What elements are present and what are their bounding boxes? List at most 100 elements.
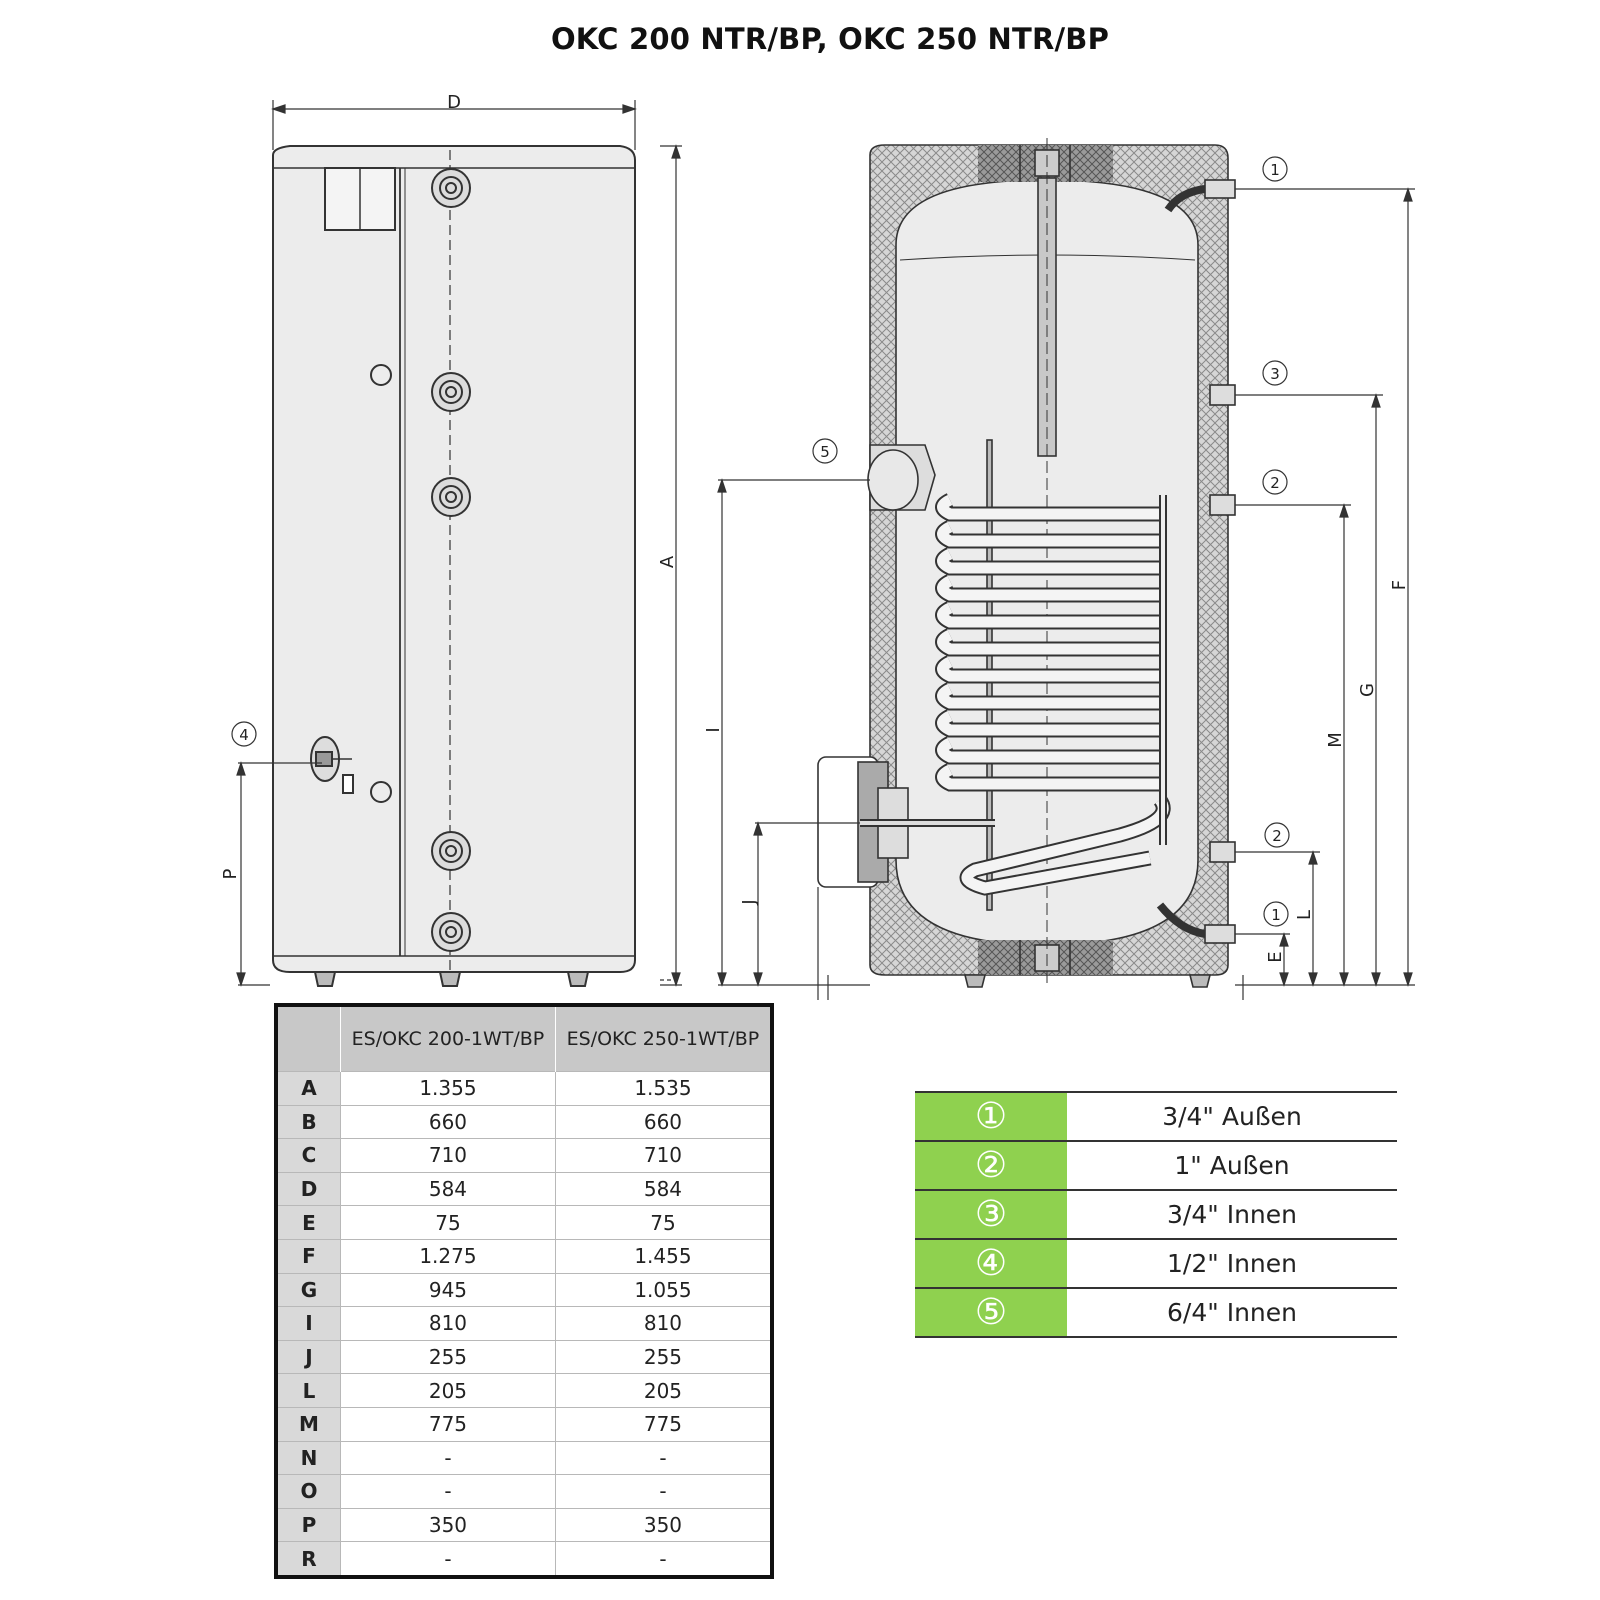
- dim-label-I: I: [703, 727, 724, 732]
- row-key-cell: E: [276, 1205, 341, 1240]
- legend-description: 1" Außen: [1067, 1140, 1397, 1191]
- value-cell: 350: [340, 1507, 556, 1542]
- svg-text:1: 1: [1270, 161, 1280, 179]
- legend-description: 1/2" Innen: [1067, 1238, 1397, 1289]
- section-dimensions: [717, 187, 1415, 1000]
- legend-symbol: ④: [915, 1238, 1067, 1289]
- value-cell: -: [340, 1440, 556, 1475]
- row-key-cell: M: [276, 1406, 341, 1442]
- value-cell: 75: [340, 1205, 556, 1240]
- value-cell: 1.455: [554, 1238, 772, 1274]
- inspection-opening: [867, 444, 936, 511]
- value-cell: 1.055: [554, 1272, 772, 1307]
- pipe-stub: [1209, 841, 1236, 863]
- pipe-stub: [1164, 179, 1236, 213]
- dim-label-L: L: [1294, 910, 1315, 920]
- value-cell: -: [554, 1474, 772, 1509]
- column-header: [276, 1005, 341, 1072]
- svg-text:4: 4: [239, 726, 249, 744]
- value-cell: 660: [554, 1104, 772, 1139]
- row-key-cell: J: [276, 1339, 341, 1374]
- table-row: O--: [276, 1474, 772, 1509]
- table-header-row: ES/OKC 200-1WT/BP ES/OKC 250-1WT/BP: [276, 1005, 772, 1072]
- legend-description: 6/4" Innen: [1067, 1287, 1397, 1338]
- heater-flange: [817, 756, 995, 888]
- legend-description: 3/4" Außen: [1067, 1091, 1397, 1142]
- dim-label-M: M: [1325, 732, 1346, 748]
- technical-drawing: D A P 4: [220, 92, 1415, 1000]
- value-cell: 710: [554, 1138, 772, 1173]
- table-row: R--: [276, 1541, 772, 1577]
- row-key-cell: R: [276, 1541, 341, 1577]
- tank-outline: [272, 145, 636, 973]
- value-cell: 205: [554, 1373, 772, 1408]
- page-title: OKC 200 NTR/BP, OKC 250 NTR/BP: [550, 22, 1110, 56]
- svg-text:1: 1: [1271, 906, 1281, 924]
- value-cell: 584: [554, 1171, 772, 1206]
- dim-label-A: A: [657, 555, 678, 568]
- front-view: [272, 145, 636, 987]
- callout-1-bottom: 1: [1263, 901, 1289, 927]
- dim-label-D: D: [447, 92, 461, 113]
- table-row: N--: [276, 1440, 772, 1475]
- section-view: [817, 138, 1236, 988]
- connection-port: [431, 168, 471, 208]
- value-cell: 1.275: [340, 1238, 556, 1274]
- foot: [963, 974, 987, 988]
- callout-2-top: 2: [1262, 469, 1288, 495]
- dim-label-P: P: [220, 868, 241, 879]
- row-key-cell: D: [276, 1171, 341, 1206]
- row-key-cell: G: [276, 1272, 341, 1307]
- row-key-cell: I: [276, 1306, 341, 1341]
- svg-text:2: 2: [1272, 827, 1282, 845]
- dim-label-E: E: [1265, 951, 1286, 962]
- callout-5: 5: [812, 438, 838, 464]
- value-cell: 205: [340, 1373, 556, 1408]
- row-key-cell: B: [276, 1104, 341, 1139]
- value-cell: 255: [340, 1339, 556, 1374]
- callout-2-bottom: 2: [1264, 822, 1290, 848]
- sensor-port-upper: [370, 364, 392, 386]
- sensor-port-lower: [370, 781, 392, 803]
- row-key-cell: O: [276, 1474, 341, 1509]
- value-cell: 1.535: [554, 1071, 772, 1106]
- value-cell: 775: [554, 1406, 772, 1442]
- value-cell: 810: [340, 1306, 556, 1341]
- legend-symbol: ②: [915, 1140, 1067, 1191]
- row-key-cell: F: [276, 1238, 341, 1274]
- foot: [1188, 974, 1212, 988]
- connection-port: [431, 831, 471, 871]
- connection-port: [431, 477, 471, 517]
- connection-port: [431, 372, 471, 412]
- row-key-cell: C: [276, 1138, 341, 1173]
- value-cell: -: [554, 1440, 772, 1475]
- value-cell: 1.355: [340, 1071, 556, 1106]
- valve-fitting: [310, 736, 354, 794]
- row-key-cell: N: [276, 1440, 341, 1475]
- callout-1-top: 1: [1262, 156, 1288, 182]
- connection-port: [431, 912, 471, 952]
- legend-symbol: ①: [915, 1091, 1067, 1142]
- dim-label-G: G: [1357, 683, 1378, 697]
- dim-label-F: F: [1389, 580, 1410, 590]
- column-header: ES/OKC 200-1WT/BP: [340, 1005, 556, 1072]
- pipe-stub: [1209, 384, 1236, 406]
- dim-label-J: J: [739, 899, 760, 905]
